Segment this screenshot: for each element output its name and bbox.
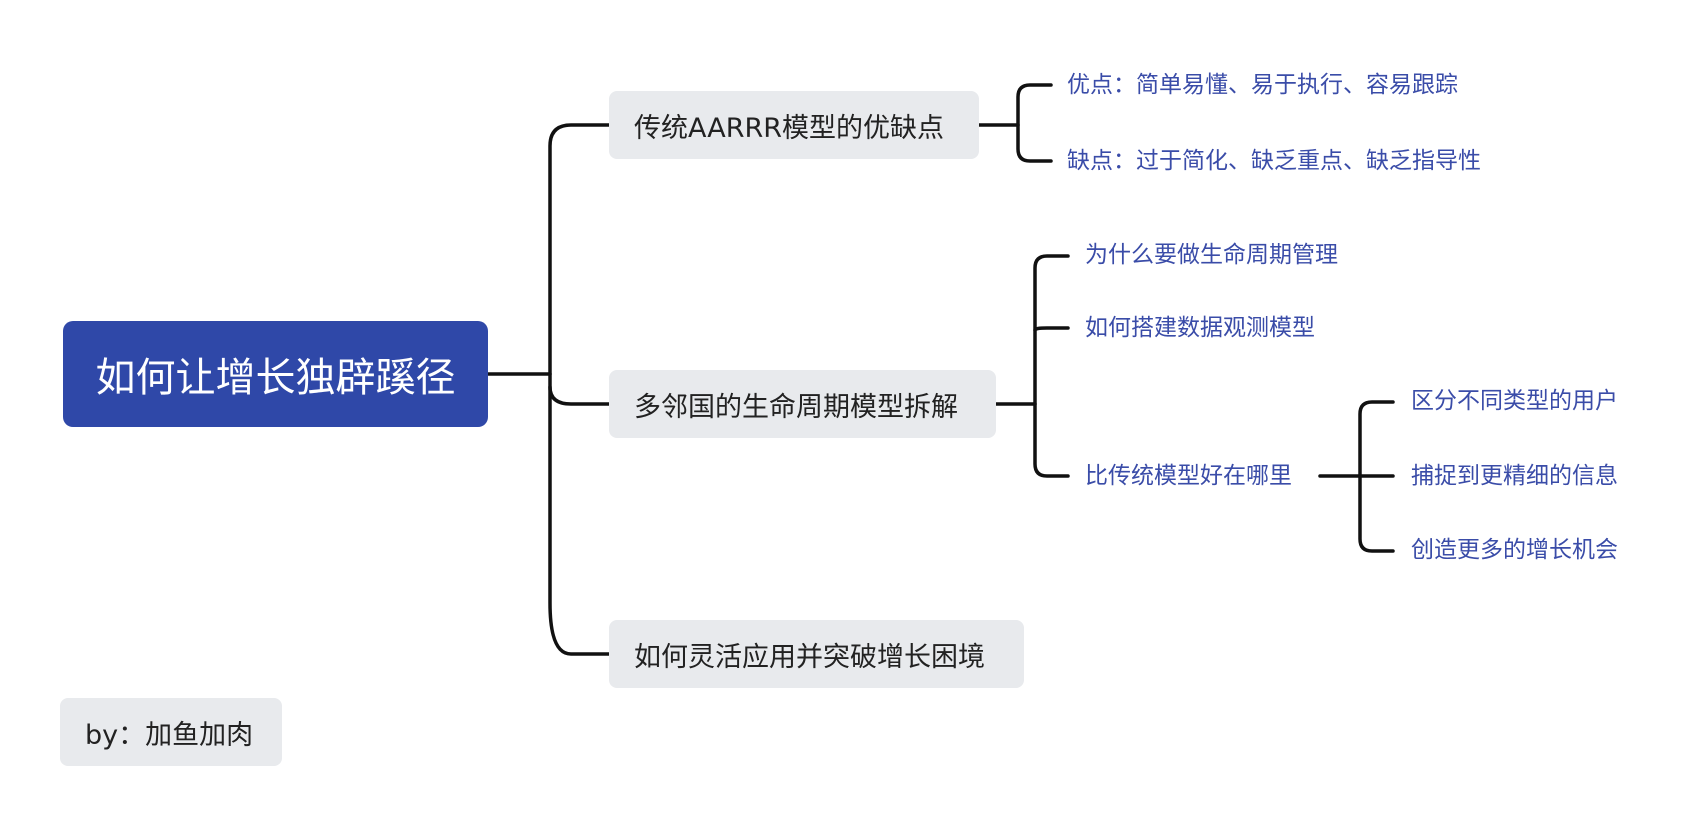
author-label[interactable]: by：加鱼加肉 [60, 698, 282, 766]
connector-branch-1-children [1016, 83, 1053, 163]
author-text: by：加鱼加肉 [85, 719, 254, 751]
leaf-node-pros[interactable]: 优点：简单易懂、易于执行、容易跟踪 [1067, 68, 1458, 102]
leaf-node-why-lifecycle[interactable]: 为什么要做生命周期管理 [1085, 238, 1338, 272]
leaf-label: 捕捉到更精细的信息 [1411, 463, 1618, 489]
root-node[interactable]: 如何让增长独辟蹊径 [63, 321, 488, 427]
leaf-node-fine-info[interactable]: 捕捉到更精细的信息 [1411, 459, 1618, 493]
leaf-label: 区分不同类型的用户 [1411, 388, 1618, 414]
leaf-label: 如何搭建数据观测模型 [1085, 315, 1315, 341]
leaf-node-data-model[interactable]: 如何搭建数据观测模型 [1085, 311, 1315, 345]
leaf-label: 比传统模型好在哪里 [1085, 463, 1292, 489]
branch-node-aarrr[interactable]: 传统AARRR模型的优缺点 [609, 91, 979, 159]
branch-node-lifecycle[interactable]: 多邻国的生命周期模型拆解 [609, 370, 996, 438]
connector-branch-2-mid [1033, 326, 1070, 332]
root-title: 如何让增长独辟蹊径 [95, 355, 456, 401]
branch-label: 如何灵活应用并突破增长困境 [634, 641, 985, 673]
branch-label: 多邻国的生命周期模型拆解 [634, 391, 958, 423]
connector-branch-2-children [1033, 254, 1070, 478]
subbranch-node-advantages[interactable]: 比传统模型好在哪里 [1085, 459, 1292, 493]
leaf-node-user-types[interactable]: 区分不同类型的用户 [1411, 384, 1618, 418]
branch-node-apply[interactable]: 如何灵活应用并突破增长困境 [609, 620, 1024, 688]
leaf-label: 为什么要做生命周期管理 [1085, 242, 1338, 268]
connector-root-branch-2 [548, 385, 611, 406]
connector-root-branch-1 [548, 123, 611, 656]
leaf-node-cons[interactable]: 缺点：过于简化、缺乏重点、缺乏指导性 [1067, 144, 1481, 178]
leaf-label: 优点：简单易懂、易于执行、容易跟踪 [1067, 72, 1458, 98]
leaf-label: 创造更多的增长机会 [1411, 537, 1618, 563]
branch-label: 传统AARRR模型的优缺点 [634, 112, 944, 144]
leaf-label: 缺点：过于简化、缺乏重点、缺乏指导性 [1067, 148, 1481, 174]
leaf-node-growth-chances[interactable]: 创造更多的增长机会 [1411, 533, 1618, 567]
